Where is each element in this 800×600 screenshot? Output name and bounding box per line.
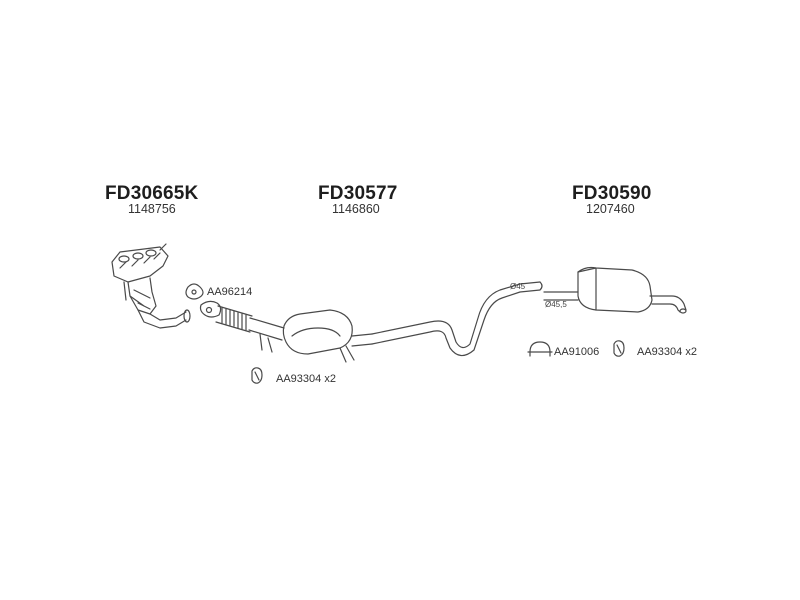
part-number-rear-muffler[interactable]: FD30590 [572,183,652,204]
pipe-diameter-label: Ø45 [510,282,526,291]
ring-clamp-icon [527,341,553,357]
clamp-icon-mid [251,367,263,384]
clamp-icon-rear [613,340,625,357]
clamp-mid-label[interactable]: AA93304 x2 [276,373,336,385]
gasket-icon [185,283,204,300]
manifold-catalyst-part [111,243,191,329]
part-number-manifold[interactable]: FD30665K [105,183,199,204]
center-pipe [371,281,543,357]
oe-number-manifold: 1148756 [128,202,176,216]
oe-number-rear-muffler: 1207460 [586,202,635,216]
rear-muffler-part [543,266,687,314]
muffler-inlet-diameter-label: Ø45,5 [545,300,567,309]
front-pipe-catalyst-part [199,300,373,363]
ring-clamp-label[interactable]: AA91006 [554,346,600,358]
oe-number-front-pipe: 1146860 [332,202,380,216]
gasket-front-label[interactable]: AA96214 [207,286,253,298]
part-number-front-pipe[interactable]: FD30577 [318,183,398,204]
clamp-rear-label[interactable]: AA93304 x2 [637,346,697,358]
